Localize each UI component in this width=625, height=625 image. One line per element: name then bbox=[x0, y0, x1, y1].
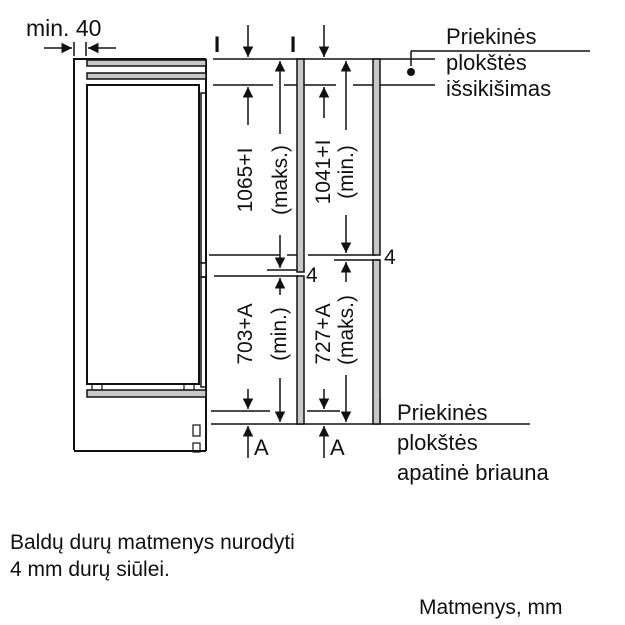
callout-bottom-line3: apatinė briauna bbox=[397, 460, 549, 485]
gap-4-left: 4 bbox=[306, 264, 318, 287]
cabinet-body bbox=[73, 58, 207, 453]
units-note: Matmenys, mm bbox=[419, 596, 563, 619]
dim-703-qualifier: (min.) bbox=[268, 307, 291, 361]
callout-front-panel-bottom-edge: Priekinės plokštės apatinė briauna bbox=[397, 398, 549, 488]
callout-front-panel-protrusion: Priekinės plokštės išsikišimas bbox=[446, 24, 551, 102]
door-panels bbox=[296, 58, 381, 425]
door-note-line1: Baldų durų matmenys nurodyti bbox=[10, 531, 295, 554]
bottom-marker-a-right: A bbox=[330, 435, 345, 460]
dim-lower-right: 727+A (maks.) bbox=[312, 295, 358, 365]
bottom-marker-a-left: A bbox=[254, 435, 269, 460]
door-dimension-note: Baldų durų matmenys nurodyti 4 mm durų s… bbox=[10, 529, 295, 583]
dim-727-qualifier: (maks.) bbox=[335, 295, 358, 365]
dim-1065-value: 1065+I bbox=[234, 148, 257, 213]
callout-bottom-line1: Priekinės bbox=[397, 400, 488, 425]
dim-703-value: 703+A bbox=[234, 303, 257, 364]
min-40-dimension-arrows bbox=[44, 42, 116, 56]
dim-1065-qualifier: (maks.) bbox=[269, 145, 292, 215]
callout-bottom-line2: plokštės bbox=[397, 430, 478, 455]
callout-dot bbox=[407, 68, 415, 76]
dim-upper-right: 1041+I (min.) bbox=[312, 140, 358, 205]
dim-727-value: 727+A bbox=[312, 303, 335, 364]
dim-1041-qualifier: (min.) bbox=[335, 145, 358, 199]
dim-upper-left: 1065+I (maks.) bbox=[234, 145, 292, 215]
door-note-line2: 4 mm durų siūlei. bbox=[10, 558, 170, 581]
dim-1041-value: 1041+I bbox=[312, 140, 335, 205]
min-40-label: min. 40 bbox=[26, 15, 101, 41]
callout-top-line2: plokštės bbox=[446, 50, 527, 75]
gap-4-right: 4 bbox=[384, 246, 396, 269]
dimension-arrows bbox=[242, 25, 352, 458]
callout-top-line3: išsikišimas bbox=[446, 76, 552, 101]
gap-marker-right: I bbox=[290, 32, 296, 57]
top-gap-markers: I I bbox=[214, 32, 296, 57]
dim-lower-left: 703+A (min.) bbox=[234, 303, 291, 364]
callout-top-line1: Priekinės bbox=[446, 24, 537, 49]
gap-marker-left: I bbox=[214, 32, 220, 57]
reference-lines bbox=[209, 50, 590, 425]
